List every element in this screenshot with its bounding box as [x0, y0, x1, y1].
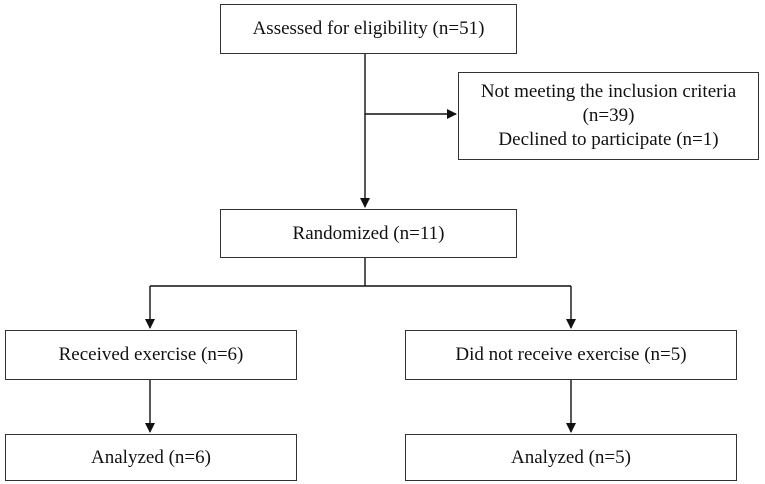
declined-label: Declined to participate (n=1) [498, 129, 719, 150]
excluded-criteria-count: (n=39) [582, 105, 635, 126]
randomized-box: Randomized (n=11) [220, 209, 517, 258]
analyzed-exercise-label: Analyzed (n=6) [91, 446, 211, 468]
no-exercise-box: Did not receive exercise (n=5) [405, 330, 737, 380]
randomized-label: Randomized (n=11) [292, 222, 445, 244]
received-exercise-label: Received exercise (n=6) [58, 344, 244, 365]
analyzed-exercise-box: Analyzed (n=6) [5, 434, 297, 481]
assessed-box: Assessed for eligibility (n=51) [220, 4, 517, 54]
assessed-label: Assessed for eligibility (n=51) [252, 18, 485, 39]
no-exercise-label: Did not receive exercise (n=5) [455, 344, 687, 365]
analyzed-no-exercise-box: Analyzed (n=5) [405, 434, 737, 481]
analyzed-no-exercise-label: Analyzed (n=5) [511, 446, 631, 468]
received-exercise-box: Received exercise (n=6) [5, 330, 297, 380]
excluded-criteria-label: Not meeting the inclusion criteria [480, 81, 737, 102]
excluded-box: Not meeting the inclusion criteria (n=39… [458, 72, 759, 160]
